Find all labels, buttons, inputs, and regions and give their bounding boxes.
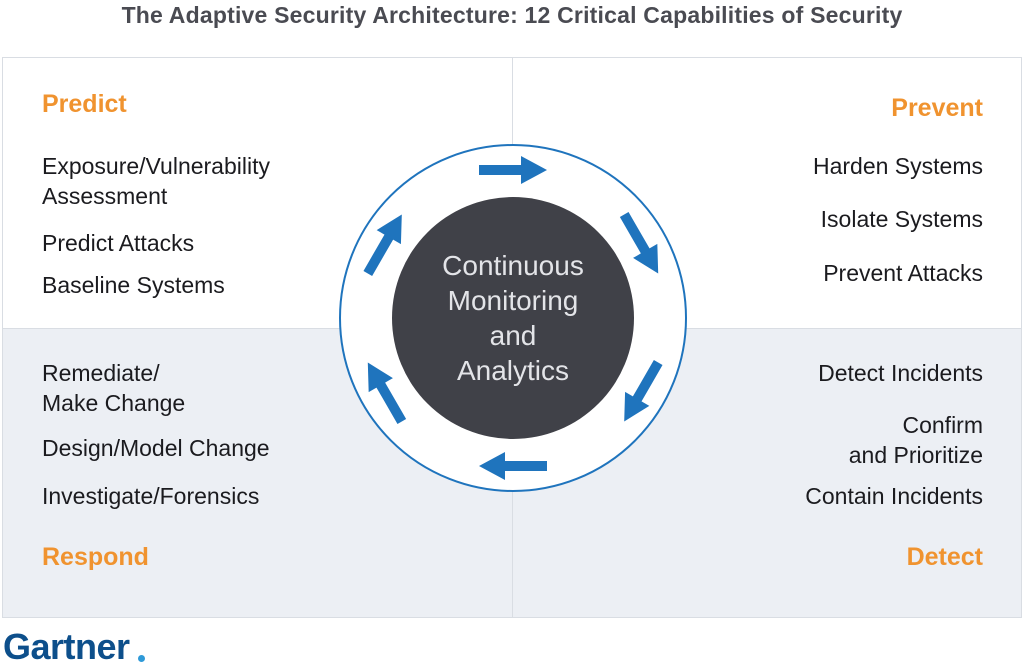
center-circle — [392, 197, 634, 439]
center-line: and — [489, 320, 537, 351]
detect-item: Detect Incidents — [818, 360, 983, 386]
clockwise-arrow-icon — [479, 156, 547, 184]
clockwise-arrow-icon — [363, 214, 402, 276]
cycle-diagram — [339, 144, 687, 492]
predict-item: Predict Attacks — [42, 230, 195, 256]
prevent-heading: Prevent — [891, 94, 983, 122]
detect-item: Contain Incidents — [805, 483, 983, 509]
detect-item: and Prioritize — [848, 442, 983, 468]
center-label: Continuous Monitoring and Analytics — [393, 198, 633, 438]
clockwise-arrow-icon — [479, 452, 547, 480]
center-line: Continuous — [442, 250, 584, 281]
prevent-item: Harden Systems — [812, 153, 983, 179]
predict-heading: Predict — [42, 90, 127, 118]
prevent-item: Isolate Systems — [820, 206, 983, 232]
respond-item: Investigate/Forensics — [42, 483, 260, 509]
respond-heading: Respond — [42, 543, 149, 571]
clockwise-arrow-icon — [624, 360, 663, 422]
center-line: Analytics — [456, 355, 570, 386]
predict-item: Assessment — [42, 183, 168, 209]
respond-item: Design/Model Change — [42, 435, 270, 461]
gartner-logo: Gartner — [3, 626, 130, 667]
clockwise-arrow-icon — [367, 362, 407, 424]
detect-heading: Detect — [906, 543, 983, 571]
respond-item: Remediate/ — [42, 360, 160, 386]
detect-item: Confirm — [902, 412, 983, 438]
respond-item: Make Change — [42, 390, 186, 416]
page-title: The Adaptive Security Architecture: 12 C… — [121, 2, 903, 28]
logo-dot — [138, 655, 145, 662]
predict-item: Exposure/Vulnerability — [42, 153, 270, 179]
clockwise-arrow-icon — [619, 212, 659, 274]
prevent-item: Prevent Attacks — [823, 260, 983, 286]
predict-item: Baseline Systems — [42, 272, 225, 298]
center-line: Monitoring — [447, 285, 579, 316]
